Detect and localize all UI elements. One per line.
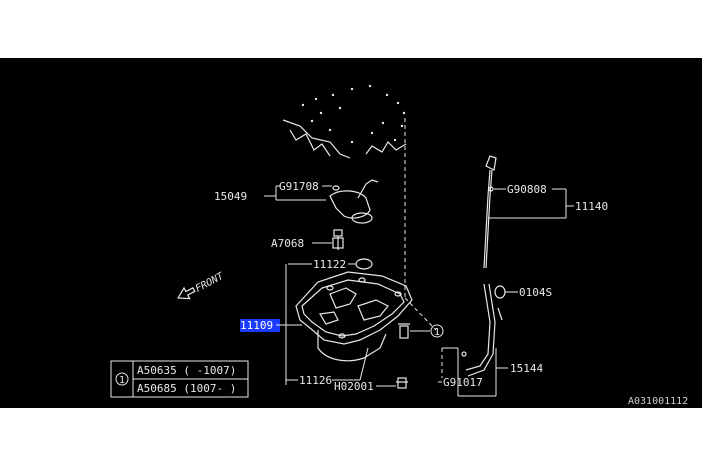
- part-label-15049[interactable]: 15049: [214, 190, 247, 203]
- part-label-11126[interactable]: 11126: [299, 374, 332, 387]
- part-label-11122[interactable]: 11122: [313, 258, 346, 271]
- legend-marker: 1: [119, 375, 125, 386]
- part-label-h02001[interactable]: H02001: [334, 380, 374, 393]
- part-label-11140[interactable]: 11140: [575, 200, 608, 213]
- callout-marker-circle: [430, 324, 444, 338]
- front-label: FRONT: [194, 270, 227, 294]
- engine-block-outline: [282, 84, 407, 159]
- legend-table: 1 A50635 ( -1007) A50685 (1007- ): [110, 360, 249, 398]
- bolt-a7068: [332, 229, 344, 250]
- part-label-a7068-text[interactable]: A7068: [271, 237, 304, 250]
- oil-pan: [295, 271, 413, 362]
- part-label-g90808[interactable]: G90808: [507, 183, 547, 196]
- parts-diagram-panel: 15049 G91708 A7068 11122 11109 11126: [0, 58, 702, 408]
- part-label-15144[interactable]: 15144: [510, 362, 543, 375]
- callout-marker-1[interactable]: 1: [434, 327, 440, 338]
- drain-plug-h02001: [396, 377, 408, 389]
- side-bolt: [398, 323, 410, 339]
- part-label-0104s[interactable]: 0104S: [519, 286, 552, 299]
- part-label-g91017[interactable]: G91017: [443, 376, 483, 389]
- dipstick: [483, 155, 497, 269]
- highlight-11109: [240, 319, 280, 332]
- part-label-g91708[interactable]: G91708: [279, 180, 319, 193]
- legend-row-2[interactable]: A50685 (1007- ): [137, 382, 236, 395]
- alignment-dashed-line-2: [404, 297, 437, 331]
- drain-plug-gasket: [355, 258, 373, 270]
- oil-strainer: [329, 179, 379, 224]
- parts-diagram: 15049 G91708 A7068 11122 11109 11126: [110, 84, 688, 407]
- legend-row-1[interactable]: A50635 ( -1007): [137, 364, 236, 377]
- part-label-11109[interactable]: 11109: [240, 319, 273, 332]
- dipstick-guide-tube: [461, 283, 506, 377]
- front-direction-arrow: FRONT: [176, 270, 227, 300]
- diagram-reference-code: A031001112: [628, 396, 688, 407]
